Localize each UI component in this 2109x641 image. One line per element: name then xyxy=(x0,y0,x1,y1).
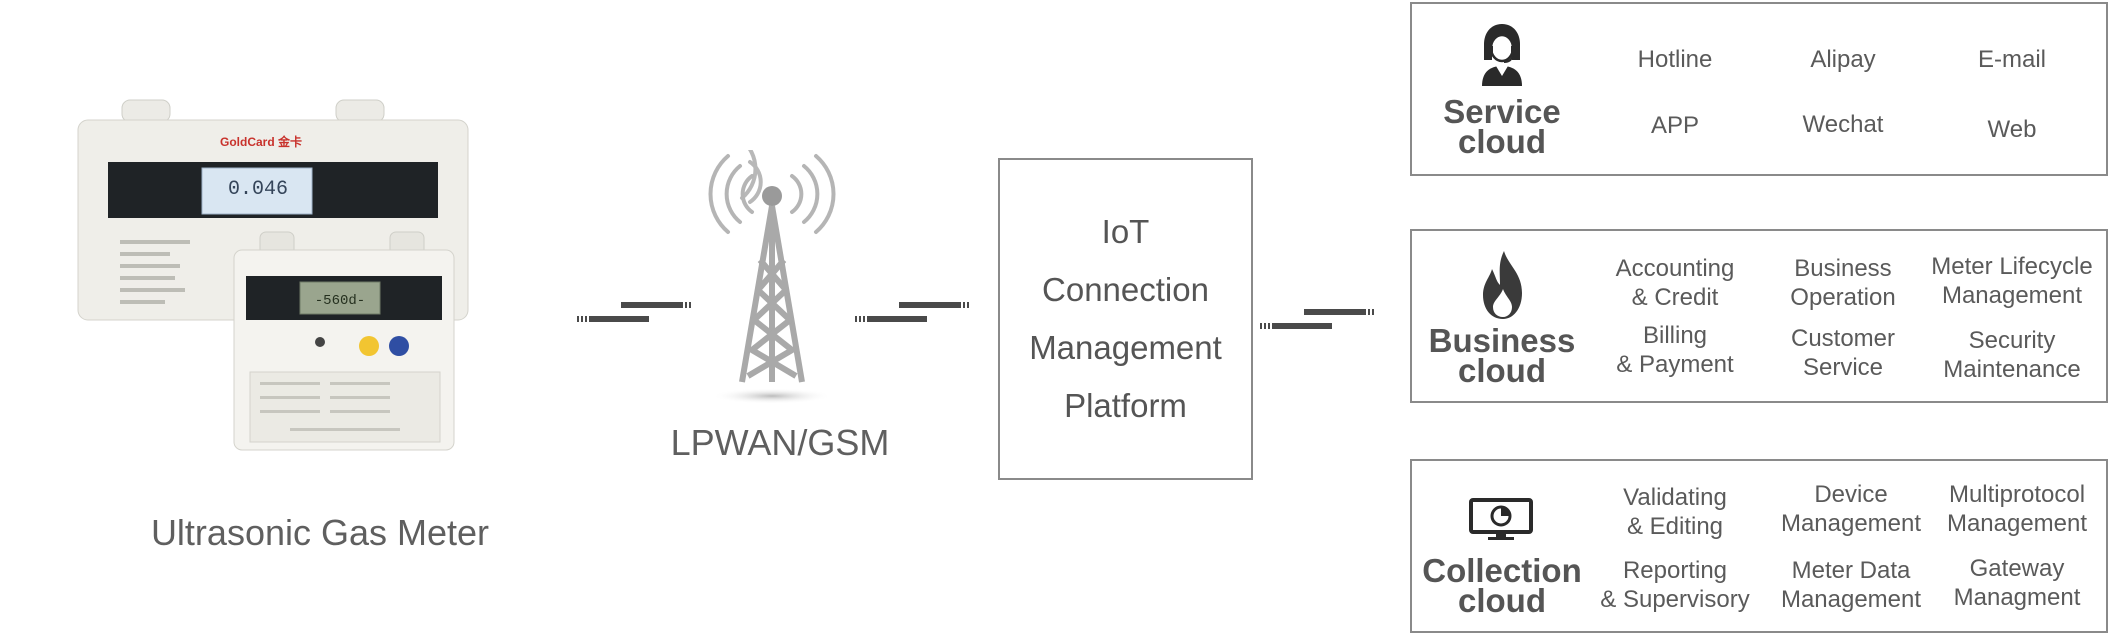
connector-meter-to-tower xyxy=(577,298,695,328)
iot-platform-line: Connection xyxy=(1042,271,1209,308)
service-cloud-panel: Service cloud Hotline Alipay E-mail APP … xyxy=(1410,2,2108,176)
cloud-item: Web xyxy=(1987,116,2037,143)
connector-platform-to-clouds xyxy=(1260,305,1378,335)
collection-cloud-title: Collection cloud xyxy=(1412,552,1592,619)
meter-lcd-reading: 0.046 xyxy=(228,178,288,201)
cloud-item: APP xyxy=(1650,112,1700,139)
network-caption: LPWAN/GSM xyxy=(670,422,890,463)
collection-cloud-panel: Collection cloud Validating& Editing Dev… xyxy=(1410,459,2108,633)
monitor-chart-icon xyxy=(1469,498,1533,540)
business-cloud-title: Business cloud xyxy=(1412,322,1592,389)
iot-platform-line: Management xyxy=(1029,329,1222,366)
cloud-item: Wechat xyxy=(1802,111,1884,138)
fire-icon xyxy=(1483,251,1522,319)
iot-platform-line: IoT xyxy=(1101,213,1150,250)
small-meter-lcd-reading: -560d- xyxy=(315,293,365,309)
cloud-item: Alipay xyxy=(1810,46,1876,73)
cloud-title-line: Collection xyxy=(1422,552,1582,589)
cloud-title-line: cloud xyxy=(1458,582,1546,619)
cloud-title-line: cloud xyxy=(1458,352,1546,389)
business-cloud-panel: Business cloud Accounting& Credit Busine… xyxy=(1410,229,2108,403)
cloud-item: Accounting& Credit xyxy=(1615,255,1735,311)
cloud-item: Reporting& Supervisory xyxy=(1600,557,1750,613)
iot-platform-line: Platform xyxy=(1064,387,1187,424)
cloud-title-line: Business xyxy=(1428,322,1576,359)
cloud-title-line: Service xyxy=(1443,93,1561,130)
cloud-item: Billing& Payment xyxy=(1616,322,1734,378)
ultrasonic-gas-meter-image: GoldCard 金卡 0.046 -560d- xyxy=(77,99,469,451)
brand-logo: GoldCard 金卡 xyxy=(220,134,302,149)
service-cloud-title: Service cloud xyxy=(1412,93,1592,160)
iot-platform-box: IoT Connection Management Platform xyxy=(998,158,1253,480)
customer-service-agent-icon xyxy=(1482,24,1522,86)
cloud-item: Hotline xyxy=(1637,46,1713,73)
meter-caption: Ultrasonic Gas Meter xyxy=(150,512,490,553)
cell-tower-icon xyxy=(708,150,836,404)
connector-tower-to-platform xyxy=(855,298,973,328)
cloud-title-line: cloud xyxy=(1458,123,1546,160)
cloud-item: E-mail xyxy=(1977,46,2046,73)
cloud-item: Validating& Editing xyxy=(1623,484,1727,540)
